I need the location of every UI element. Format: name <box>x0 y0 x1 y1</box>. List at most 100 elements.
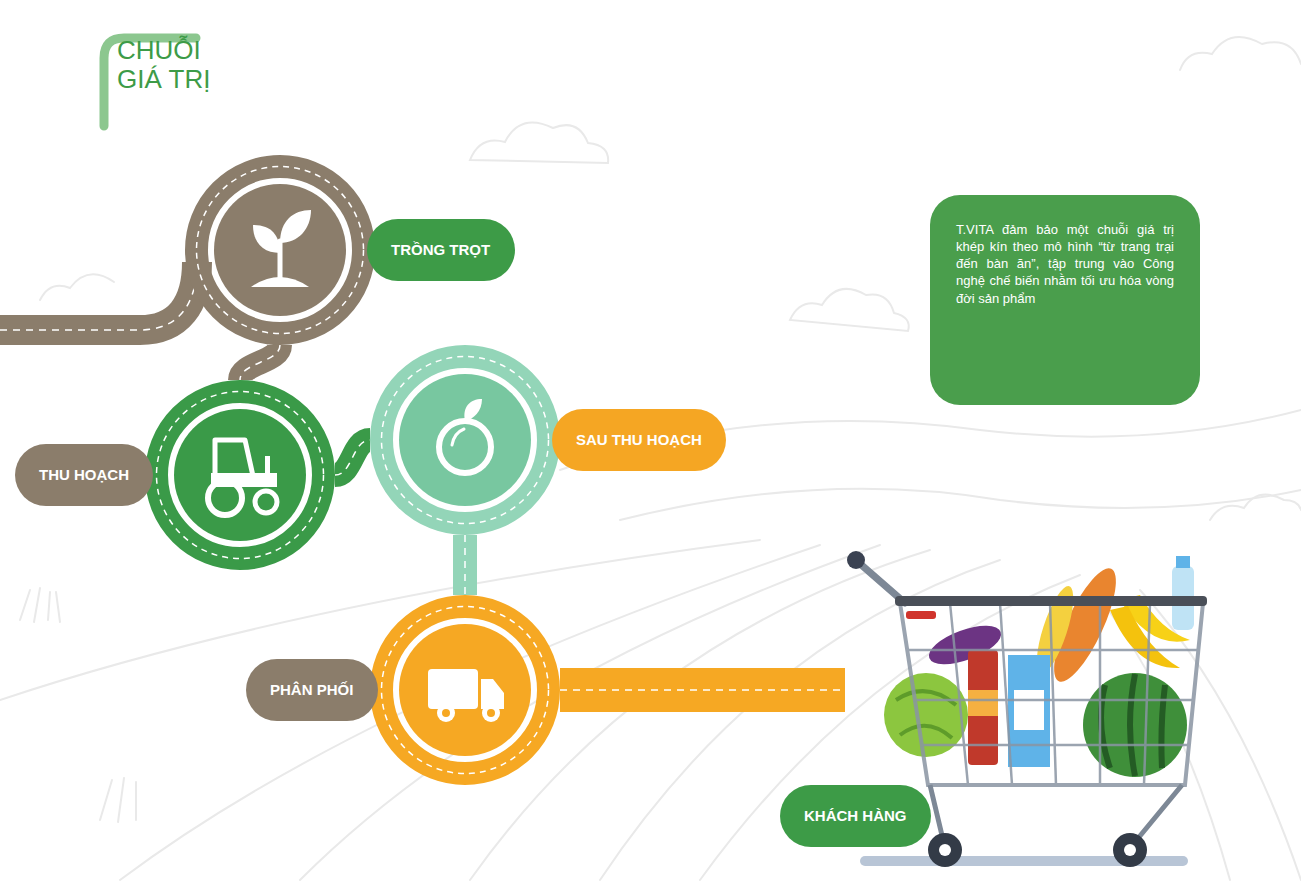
milk-carton-label <box>1014 690 1044 730</box>
bottle-cap <box>1176 556 1190 568</box>
icon-part <box>251 277 309 287</box>
note-box: T.VITA đảm bảo một chuỗi giá trị khép kí… <box>930 195 1200 405</box>
basket-rim <box>895 596 1207 606</box>
road-connector-group <box>560 690 845 691</box>
basket-wire <box>1099 603 1102 785</box>
hill-sketch <box>620 489 1301 520</box>
icon-part <box>482 704 500 722</box>
road-connector <box>560 668 845 712</box>
basket-wire <box>906 649 1198 652</box>
road-dash <box>382 357 549 524</box>
stage-circle: TRỒNG TRỌT <box>185 155 375 345</box>
basket-wires <box>900 603 1203 785</box>
road-connector-group <box>335 440 370 475</box>
icon-part <box>280 210 311 243</box>
road-dash <box>240 345 280 380</box>
wheel-hub <box>1124 844 1136 856</box>
icon-part <box>437 704 455 722</box>
stage-icon <box>439 399 491 473</box>
stage-label: SAU THU HOẠCH <box>552 409 726 471</box>
stage-icon <box>428 669 504 722</box>
basket-wire <box>920 744 1189 747</box>
cloud-sketch <box>40 274 114 300</box>
cart-handle-grip <box>847 551 865 569</box>
watermelon-stripes <box>1101 674 1165 776</box>
cloud-sketch <box>1180 37 1301 70</box>
entry-road <box>0 262 197 330</box>
stage-icon <box>208 440 277 515</box>
icon-part <box>442 709 450 717</box>
road-connector-group <box>465 535 466 595</box>
wheel-hub <box>939 844 951 856</box>
watermelon <box>1083 673 1187 777</box>
basket-wire <box>950 603 968 785</box>
road-dash <box>560 689 845 691</box>
road-connector <box>453 535 477 595</box>
cloud-sketch <box>790 289 909 331</box>
stage-circle-shape <box>370 345 560 535</box>
cart-legs <box>930 785 1182 848</box>
icon-part <box>439 421 491 473</box>
stage-disc <box>399 374 531 506</box>
stage-circle-shape <box>145 380 335 570</box>
stage-label: TRỒNG TRỌT <box>367 219 515 281</box>
diagram-title: CHUỖI GIÁ TRỊ <box>117 36 245 94</box>
road-dash <box>464 535 466 595</box>
road-band <box>0 262 197 330</box>
road-dash <box>157 392 324 559</box>
stage-circle-shape <box>370 595 560 785</box>
road-connector <box>335 440 370 475</box>
jar-label <box>968 690 998 716</box>
road-dash <box>382 607 549 774</box>
stage-ring <box>382 607 549 774</box>
milk-carton <box>1008 655 1050 767</box>
road-dash <box>0 262 197 330</box>
icon-part <box>428 669 478 709</box>
stage-disc <box>399 624 531 756</box>
customer-cart: KHÁCH HÀNG <box>845 550 1210 870</box>
stage-label: PHÂN PHỐI <box>246 659 378 721</box>
sketch-background <box>0 37 1301 880</box>
icon-part <box>265 456 270 474</box>
cabbage-vein <box>896 691 956 738</box>
stage-ring <box>382 357 549 524</box>
road-dash <box>197 167 364 334</box>
road-connector <box>240 345 280 380</box>
icon-part <box>215 440 253 476</box>
basket-wire <box>1144 603 1150 785</box>
stage-label: KHÁCH HÀNG <box>780 785 931 847</box>
cart-wheel <box>1113 833 1147 867</box>
field-sketch <box>120 545 820 880</box>
icon-part <box>452 429 464 445</box>
icon-part <box>208 481 242 515</box>
basket-frame <box>900 603 1203 785</box>
cart-wheel <box>928 833 962 867</box>
stage-circle: PHÂN PHỐI <box>370 595 560 785</box>
icon-part <box>255 491 277 513</box>
basket-wire <box>1000 603 1012 785</box>
stage-disc <box>214 184 346 316</box>
icon-part <box>253 225 280 253</box>
road-connector-group <box>240 345 280 380</box>
stage-icon <box>251 210 311 287</box>
basket-wire <box>913 699 1194 702</box>
field-sketch <box>700 575 1080 880</box>
note-text: T.VITA đảm bảo một chuỗi giá trị khép kí… <box>956 221 1174 307</box>
stage-circle-shape <box>185 155 375 345</box>
stage-ring <box>157 392 324 559</box>
road-dash <box>335 440 370 475</box>
jar <box>968 650 998 765</box>
stage-ring <box>197 167 364 334</box>
grass-sketch <box>20 588 60 622</box>
basket-wire <box>1050 603 1056 785</box>
stage-label: THU HOẠCH <box>15 444 153 506</box>
icon-part <box>464 399 482 421</box>
icon-part <box>487 709 495 717</box>
bananas <box>1110 606 1180 668</box>
grass-sketch <box>100 778 136 822</box>
stage-disc <box>174 409 306 541</box>
stage-circle: THU HOẠCH <box>145 380 335 570</box>
rim-accent <box>906 611 936 619</box>
cloud-sketch <box>470 122 608 163</box>
